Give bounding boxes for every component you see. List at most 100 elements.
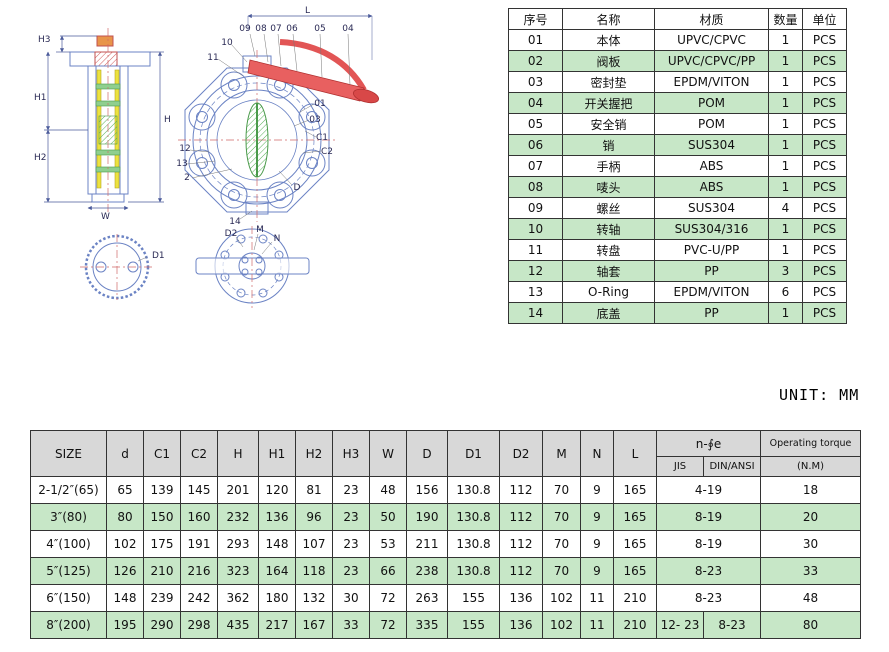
part-name-cell: 密封垫 (562, 71, 655, 93)
dim-value-cell: 112 (499, 503, 543, 531)
part-material-cell: EPDM/VITON (654, 71, 769, 93)
torque-cell: 80 (760, 611, 862, 639)
dim-label-d: D (294, 183, 301, 193)
dim-value-cell: 165 (613, 476, 657, 504)
dim-value-cell: 70 (542, 557, 581, 585)
jis-cell: 12- 23 (656, 611, 704, 639)
part-no-cell: 03 (508, 71, 563, 93)
part-unit-cell: PCS (802, 155, 847, 177)
torque-cell: 48 (760, 584, 862, 612)
dim-value-cell: 155 (447, 584, 500, 612)
dim-value-cell: 112 (499, 557, 543, 585)
part-name-cell: 唛头 (562, 176, 655, 198)
part-name-cell: O-Ring (562, 281, 655, 303)
dim-label-d1: D1 (152, 251, 165, 261)
callout-03: 03 (309, 115, 320, 125)
part-material-cell: SUS304 (654, 197, 769, 219)
dim-value-cell: 23 (332, 476, 370, 504)
n-phi-e-cell: 8-19 (655, 503, 762, 531)
part-no-cell: 01 (508, 29, 563, 51)
part-unit-cell: PCS (802, 281, 847, 303)
size-cell: 2-1/2″(65) (30, 476, 107, 504)
callout-04: 04 (342, 24, 354, 34)
dim-value-cell: 139 (143, 476, 181, 504)
dim-value-cell: 201 (217, 476, 259, 504)
dim-value-cell: 239 (143, 584, 181, 612)
dim-value-cell: 335 (406, 611, 448, 639)
dim-value-cell: 211 (406, 530, 448, 558)
part-name-cell: 螺丝 (562, 197, 655, 219)
part-no-cell: 12 (508, 260, 563, 282)
dim-value-cell: 210 (613, 584, 657, 612)
dim-label-c2: C2 (321, 147, 333, 157)
din-ansi-cell: 8-23 (702, 611, 762, 639)
col-header-d1: D1 (447, 430, 500, 477)
part-material-cell: POM (654, 92, 769, 114)
callout-10: 10 (221, 38, 233, 48)
dim-value-cell: 293 (217, 530, 259, 558)
torque-cell: 18 (760, 476, 862, 504)
col-header-h1: H1 (258, 430, 296, 477)
part-material-cell: PVC-U/PP (654, 239, 769, 261)
size-cell: 3″(80) (30, 503, 107, 531)
dim-value-cell: 50 (369, 503, 407, 531)
parts-header-material: 材质 (654, 8, 769, 30)
size-cell: 6″(150) (30, 584, 107, 612)
part-name-cell: 开关握把 (562, 92, 655, 114)
dim-value-cell: 156 (406, 476, 448, 504)
part-qty-cell: 1 (768, 92, 803, 114)
part-material-cell: SUS304/316 (654, 218, 769, 240)
torque-cell: 33 (760, 557, 862, 585)
dim-value-cell: 30 (332, 584, 370, 612)
part-qty-cell: 1 (768, 50, 803, 72)
part-material-cell: PP (654, 302, 769, 324)
dim-value-cell: 65 (106, 476, 144, 504)
part-material-cell: EPDM/VITON (654, 281, 769, 303)
col-header-l: L (613, 430, 657, 477)
dim-label-h1: H1 (34, 93, 47, 103)
dim-value-cell: 180 (258, 584, 296, 612)
size-cell: 4″(100) (30, 530, 107, 558)
dim-value-cell: 102 (106, 530, 144, 558)
col-header-din-ansi: DIN/ANSI (702, 456, 762, 477)
dim-value-cell: 107 (295, 530, 333, 558)
part-unit-cell: PCS (802, 50, 847, 72)
part-unit-cell: PCS (802, 239, 847, 261)
dim-value-cell: 136 (258, 503, 296, 531)
n-phi-e-cell: 8-23 (655, 557, 762, 585)
col-header-h: H (217, 430, 259, 477)
dim-value-cell: 9 (580, 530, 614, 558)
size-cell: 5″(125) (30, 557, 107, 585)
unit-label: UNIT: MM (779, 386, 860, 404)
dim-value-cell: 323 (217, 557, 259, 585)
dim-value-cell: 9 (580, 503, 614, 531)
dim-value-cell: 136 (499, 611, 543, 639)
col-header-d: d (106, 430, 144, 477)
side-view (69, 28, 151, 212)
part-qty-cell: 1 (768, 29, 803, 51)
col-header-m: M (542, 430, 581, 477)
dim-value-cell: 66 (369, 557, 407, 585)
dim-value-cell: 102 (542, 584, 581, 612)
part-no-cell: 09 (508, 197, 563, 219)
part-material-cell: UPVC/CPVC (654, 29, 769, 51)
callout-12: 12 (179, 144, 190, 154)
part-qty-cell: 1 (768, 176, 803, 198)
part-name-cell: 轴套 (562, 260, 655, 282)
dim-label-h: H (164, 115, 171, 125)
dim-value-cell: 130.8 (447, 476, 500, 504)
front-view (178, 39, 380, 222)
part-qty-cell: 1 (768, 155, 803, 177)
dim-value-cell: 175 (143, 530, 181, 558)
side-view-dimensions (44, 35, 164, 211)
col-header-n: N (580, 430, 614, 477)
part-name-cell: 阀板 (562, 50, 655, 72)
dim-value-cell: 53 (369, 530, 407, 558)
